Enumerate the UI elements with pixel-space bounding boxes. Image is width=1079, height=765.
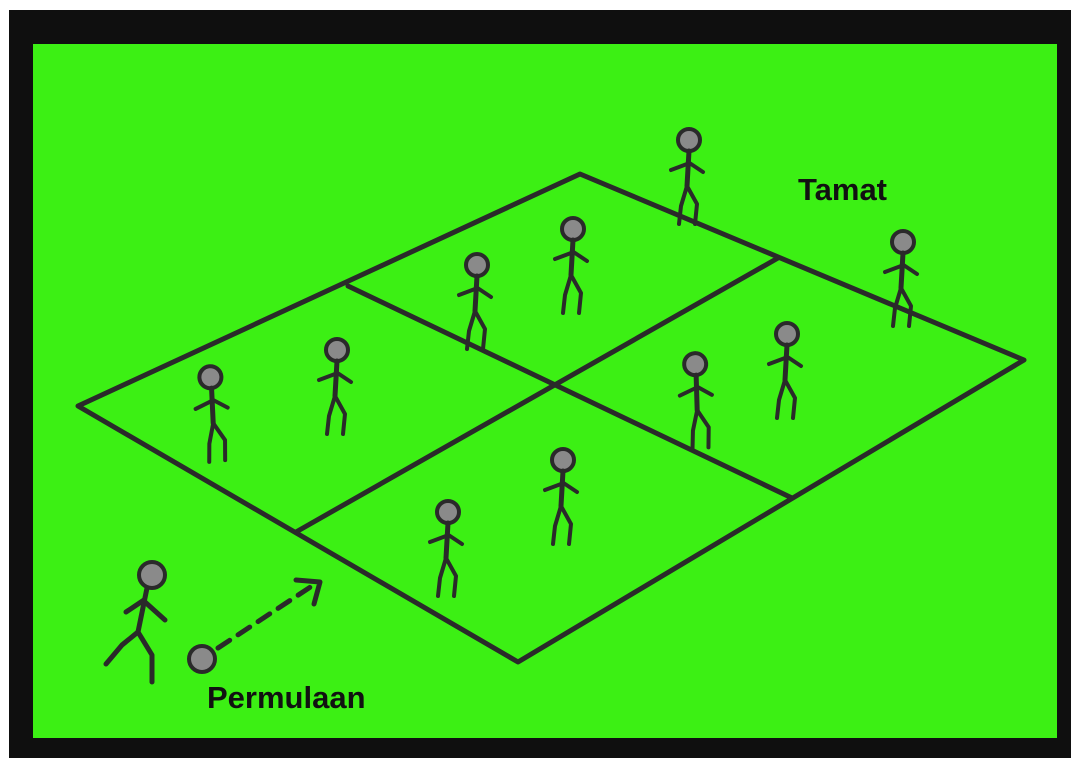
court-divider-2 [293, 255, 781, 535]
court-outline [75, 171, 1027, 665]
ball-icon [187, 644, 217, 674]
player-figure [676, 352, 716, 449]
player-figure [430, 501, 462, 596]
player-figure [191, 365, 233, 463]
player-figure-start [103, 560, 168, 685]
player-figure [459, 254, 491, 349]
court-divider-1 [345, 283, 795, 501]
player-figure-finish [671, 129, 703, 224]
player-figure [319, 339, 351, 434]
player-figure-finish [885, 231, 917, 326]
finish-label: Tamat [798, 172, 888, 207]
court-lines [75, 171, 1027, 665]
player-figure [545, 449, 577, 544]
player-figure [769, 323, 801, 418]
dashed-arrow-icon [215, 577, 323, 651]
player-figure [555, 218, 587, 313]
start-label: Permulaan [207, 680, 366, 715]
